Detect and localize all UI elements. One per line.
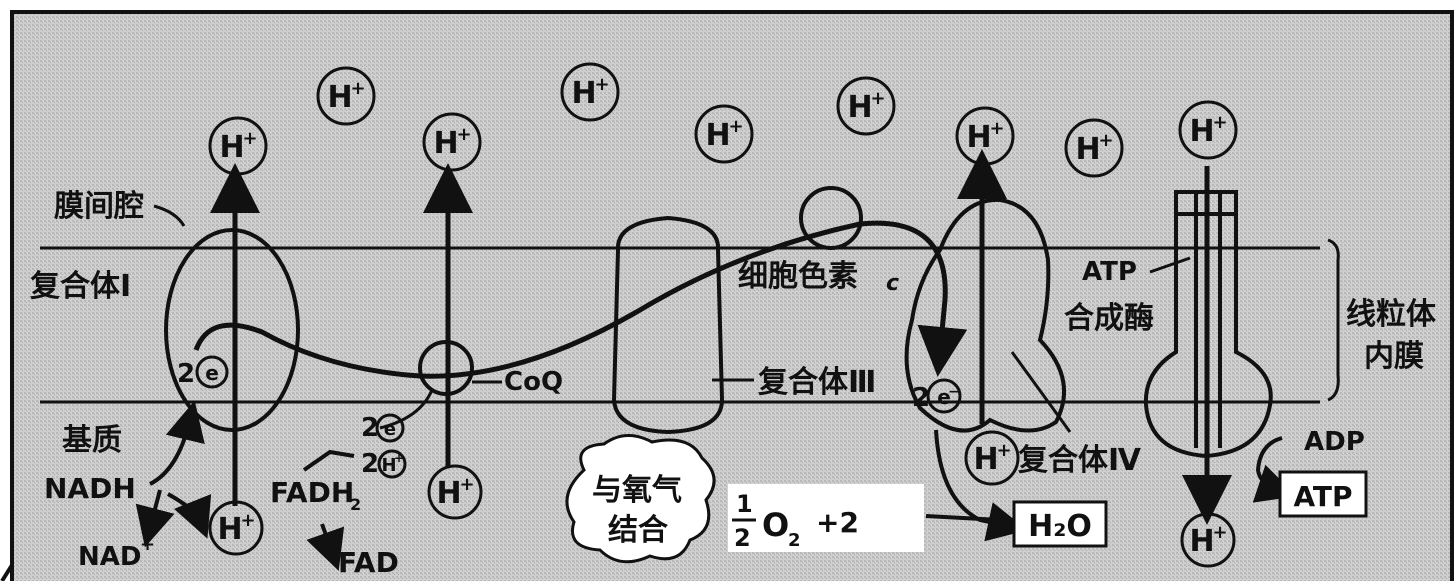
complex-4-shape (904, 197, 1066, 433)
oxygen-bubble-line-2: 结合 (608, 513, 668, 548)
svg-text:+: + (870, 88, 885, 109)
svg-text:H: H (327, 80, 352, 115)
coq-label: CoQ (504, 367, 563, 397)
proton-pump-arrows (210, 149, 1232, 525)
electron-labels: 2 e 2 e − 2 e 2 H + (177, 359, 960, 479)
svg-text:H: H (433, 126, 458, 161)
svg-text:H: H (1189, 524, 1214, 559)
atp-synthase-label-1: ATP (1082, 257, 1137, 287)
inner-membrane-label-1: 线粒体 (1346, 297, 1437, 332)
reaction-arrows (135, 400, 1297, 571)
svg-text:+2: +2 (816, 506, 859, 539)
svg-text:+: + (394, 451, 404, 465)
nad-plus-sup: + (140, 534, 155, 555)
svg-text:+: + (728, 116, 743, 137)
atp-synthase-label-2: 合成酶 (1064, 301, 1154, 336)
fad-label: FAD (338, 546, 399, 579)
svg-text:+: + (1212, 522, 1227, 543)
svg-text:+: + (996, 440, 1011, 461)
nadh-label: NADH (44, 472, 136, 505)
svg-text:+: + (459, 474, 474, 495)
corner-mark (0, 563, 14, 581)
equation-backdrop (728, 484, 924, 552)
svg-text:H: H (436, 476, 461, 511)
intermembrane-space-label: 膜间腔 (54, 189, 144, 224)
svg-text:2: 2 (361, 413, 379, 443)
svg-text:+: + (240, 510, 255, 531)
cytochrome-c-label: 细胞色素 (738, 259, 858, 294)
svg-text:H: H (219, 130, 244, 165)
svg-text:H: H (1075, 132, 1100, 167)
complex-3-label: 复合体Ⅲ (758, 365, 876, 400)
fadh2-sub: 2 (350, 495, 361, 514)
svg-text:e: e (384, 419, 396, 440)
nad-plus-label: NAD (78, 542, 141, 572)
svg-text:+: + (1098, 130, 1113, 151)
svg-text:−: − (948, 384, 960, 400)
svg-text:H: H (966, 120, 991, 155)
complex-1-label: 复合体Ⅰ (30, 269, 131, 304)
svg-text:+: + (989, 118, 1004, 139)
atp-box (1278, 470, 1368, 518)
oxygen-equation: 1 2 O 2 +2 (732, 490, 859, 552)
inner-membrane (40, 246, 1320, 404)
atp-synthase-pointer (1149, 256, 1191, 274)
adp-label: ADP (1304, 427, 1365, 457)
svg-text:H: H (571, 76, 596, 111)
complex-4-label: 复合体Ⅳ (1018, 443, 1141, 478)
cytochrome-c-letter: c (886, 271, 899, 296)
coq-to-electron-arrow (379, 389, 434, 430)
cytochrome-c-shape (799, 186, 863, 250)
svg-text:2: 2 (177, 359, 195, 389)
svg-text:e: e (937, 385, 951, 409)
svg-text:O: O (762, 506, 789, 544)
svg-text:2: 2 (734, 524, 751, 552)
electron-path (193, 220, 968, 379)
svg-text:H: H (1189, 114, 1214, 149)
svg-text:2: 2 (788, 530, 801, 551)
atp-label: ATP (1293, 480, 1352, 513)
complex-3-shape (611, 215, 725, 435)
svg-text:H: H (217, 512, 242, 547)
svg-text:2: 2 (912, 383, 930, 413)
water-label: H₂O (1028, 509, 1092, 544)
water-box (1012, 500, 1108, 548)
svg-text:+: + (350, 78, 365, 99)
svg-text:+: + (456, 124, 471, 145)
inner-membrane-label-2: 内膜 (1364, 339, 1424, 374)
svg-text:+: + (594, 74, 609, 95)
intermembrane-pointer (153, 204, 186, 227)
svg-text:e: e (205, 361, 219, 385)
complex-4-pointer (1010, 351, 1072, 433)
membrane-bracket (1327, 238, 1340, 402)
svg-text:H: H (381, 455, 396, 476)
fadh2-label: FADH (270, 476, 354, 509)
oxygen-bubble (565, 434, 716, 564)
svg-text:1: 1 (736, 490, 753, 518)
svg-text:H: H (847, 90, 872, 125)
oxygen-bubble-line-1: 与氧气 (592, 473, 682, 508)
matrix-label: 基质 (62, 423, 122, 458)
svg-text:+: + (1212, 112, 1227, 133)
svg-text:H: H (973, 442, 998, 477)
svg-text:2: 2 (361, 449, 379, 479)
svg-text:H: H (705, 118, 730, 153)
svg-text:+: + (242, 128, 257, 149)
complex-1-shape (164, 228, 300, 432)
